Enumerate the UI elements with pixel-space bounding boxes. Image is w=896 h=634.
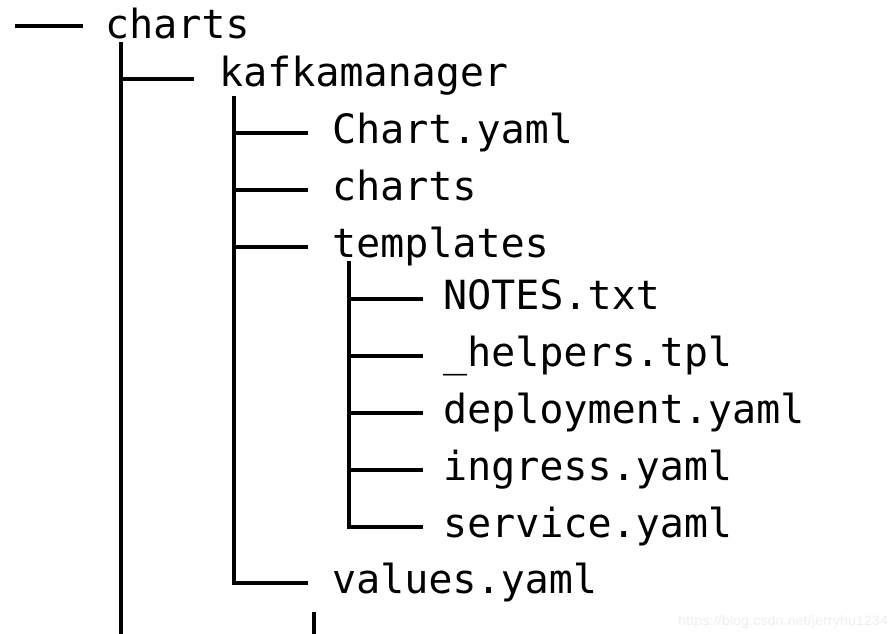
tree-connector-horizontal xyxy=(347,525,423,529)
tree-node-kafkamanager[interactable]: kafkamanager xyxy=(219,50,508,96)
tree-node-templates[interactable]: templates xyxy=(332,221,549,267)
tree-node-helpers-tpl[interactable]: _helpers.tpl xyxy=(443,330,732,376)
tree-connector-horizontal xyxy=(232,581,308,585)
tree-connector-vertical xyxy=(119,608,123,634)
tree-connector-horizontal xyxy=(15,24,83,28)
tree-node-values-yaml[interactable]: values.yaml xyxy=(332,557,597,603)
tree-connector-horizontal xyxy=(347,354,423,358)
tree-node-ingress-yaml[interactable]: ingress.yaml xyxy=(443,444,732,490)
tree-connector-vertical xyxy=(312,612,316,634)
tree-connector-vertical xyxy=(232,96,236,585)
tree-node-charts[interactable]: charts xyxy=(105,2,250,48)
tree-connector-vertical xyxy=(347,261,351,529)
watermark-text: https://blog.csdn.net/jerryhu1234 xyxy=(678,612,888,628)
tree-connector-horizontal xyxy=(232,131,308,135)
tree-connector-vertical xyxy=(119,42,123,634)
tree-connector-horizontal xyxy=(347,297,423,301)
tree-node-deployment-yaml[interactable]: deployment.yaml xyxy=(443,387,805,433)
tree-node-charts-sub[interactable]: charts xyxy=(332,164,477,210)
tree-connector-horizontal xyxy=(347,411,423,415)
tree-node-service-yaml[interactable]: service.yaml xyxy=(443,501,732,547)
tree-connector-horizontal xyxy=(119,77,194,81)
tree-connector-horizontal xyxy=(232,188,308,192)
tree-node-chart-yaml[interactable]: Chart.yaml xyxy=(332,107,573,153)
tree-connector-horizontal xyxy=(347,468,423,472)
tree-node-notes-txt[interactable]: NOTES.txt xyxy=(443,273,660,319)
tree-connector-horizontal xyxy=(232,245,308,249)
